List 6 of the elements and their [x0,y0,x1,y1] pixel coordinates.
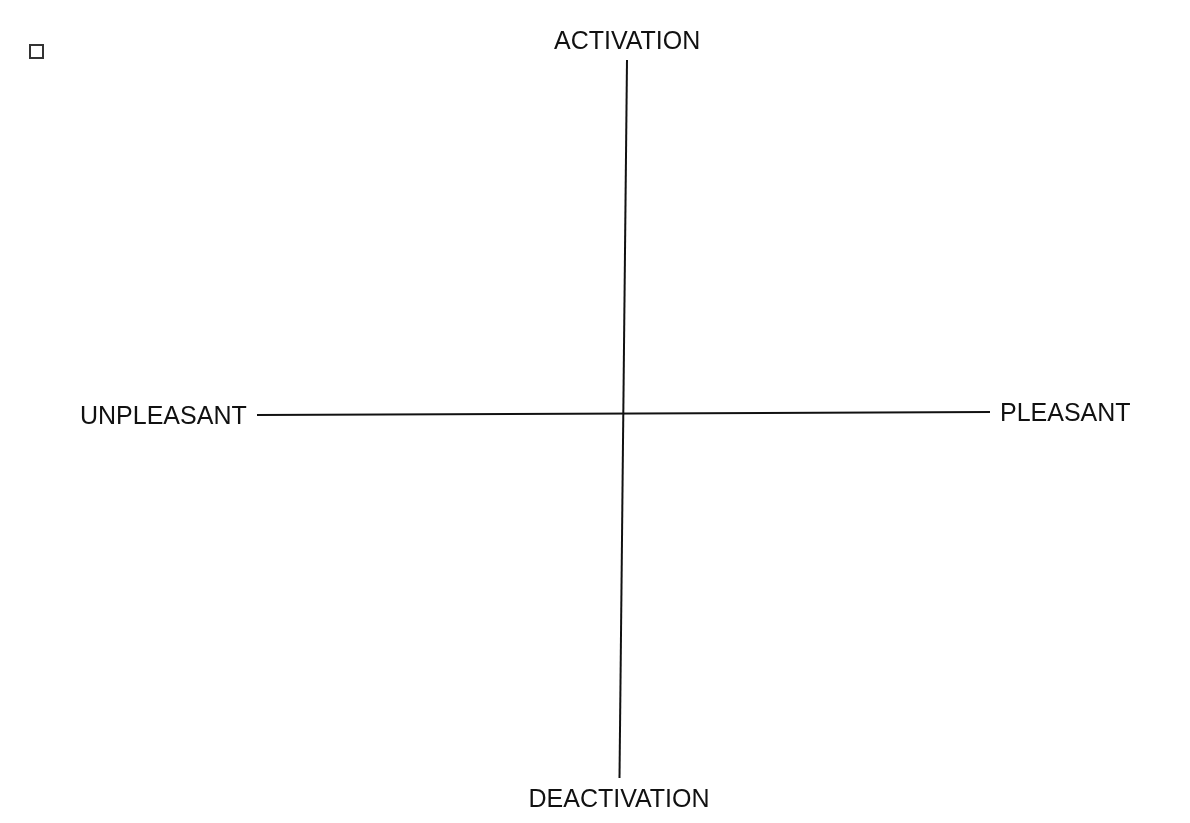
axis-label: DEACTIVATION [528,783,710,813]
axis-label: ACTIVATION [554,25,701,55]
axis-line [256,411,991,416]
axis-label: PLEASANT [1000,397,1131,427]
axis-label: UNPLEASANT [80,400,247,430]
axis-line [618,59,628,779]
